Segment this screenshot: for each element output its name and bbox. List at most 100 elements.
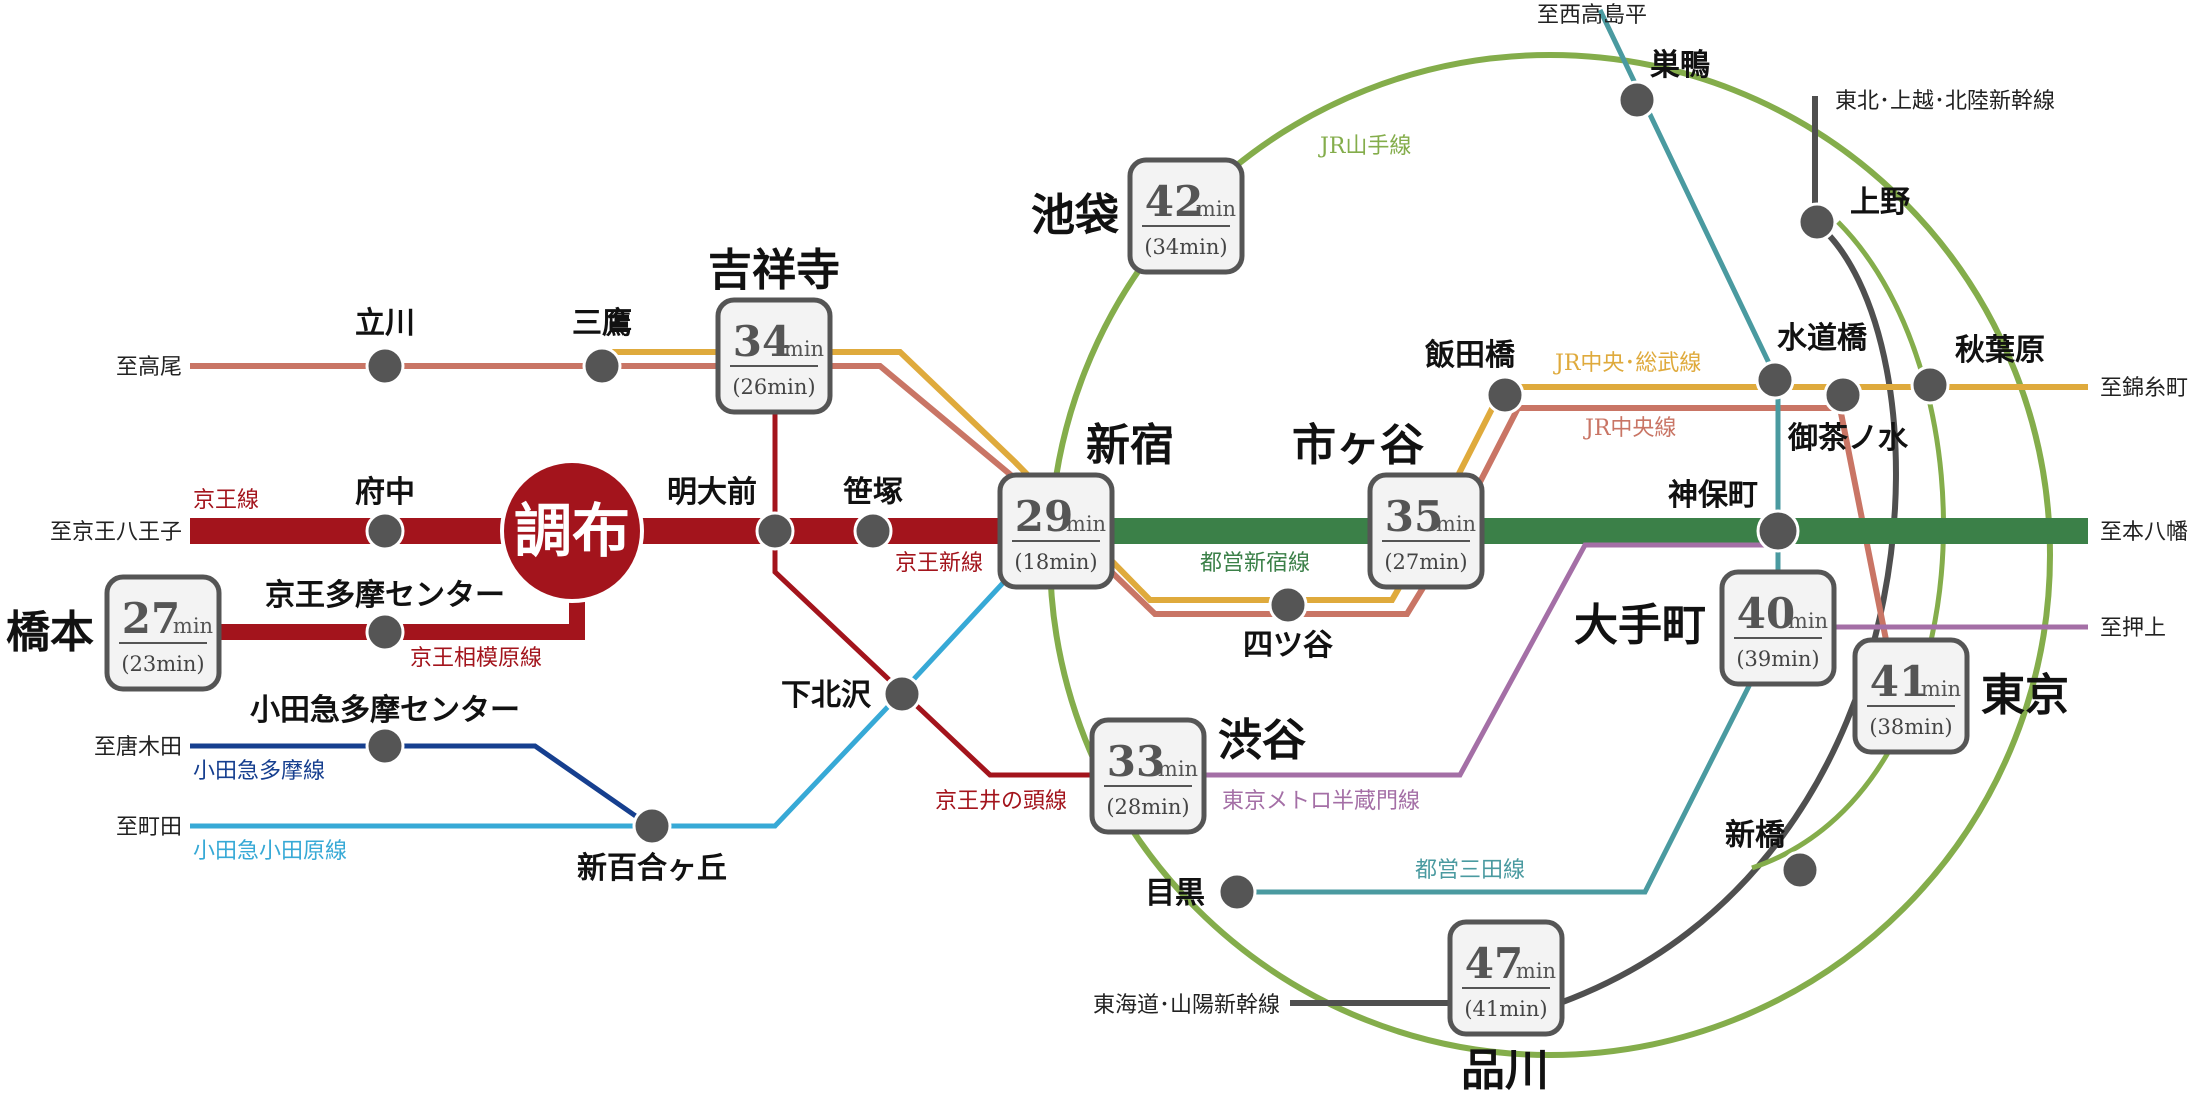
name-odakyu-tama-center: 小田急多摩センター bbox=[250, 693, 520, 728]
label-keio: 京王線 bbox=[193, 488, 259, 513]
box-shibuya[interactable]: 33 min (28min) bbox=[1089, 717, 1207, 835]
station-dot-shimbashi[interactable] bbox=[1780, 850, 1820, 890]
station-dot-shinyurigaoka[interactable] bbox=[632, 806, 672, 846]
line-odakyu-odawara bbox=[190, 568, 1017, 829]
station-dot-suidobashi[interactable] bbox=[1755, 360, 1795, 400]
station-dot-mitaka[interactable] bbox=[582, 346, 622, 386]
svg-text:min: min bbox=[1921, 677, 1961, 701]
box-otemachi[interactable]: 40 min (39min) bbox=[1719, 569, 1837, 687]
station-dot-fuchu[interactable] bbox=[365, 511, 405, 551]
name-meidaimae: 明大前 bbox=[667, 475, 757, 510]
svg-text:42: 42 bbox=[1145, 177, 1203, 226]
name-shibuya: 渋谷 bbox=[1218, 715, 1306, 766]
svg-text:min: min bbox=[1788, 609, 1828, 633]
box-tokyo[interactable]: 41 min (38min) bbox=[1852, 637, 1970, 755]
svg-text:(27min): (27min) bbox=[1384, 550, 1467, 574]
origin-label: 調布 bbox=[514, 497, 630, 565]
name-shimokitazawa: 下北沢 bbox=[781, 678, 872, 713]
station-dot-odakyu-tama-center[interactable] bbox=[365, 726, 405, 766]
svg-text:min: min bbox=[1158, 757, 1198, 781]
label-chuo: JR中央線 bbox=[1583, 416, 1676, 441]
svg-text:(18min): (18min) bbox=[1014, 550, 1097, 574]
name-hashimoto: 橋本 bbox=[6, 607, 94, 658]
svg-text:(39min): (39min) bbox=[1736, 647, 1819, 671]
name-shimbashi: 新橋 bbox=[1725, 818, 1786, 853]
svg-text:(26min): (26min) bbox=[732, 375, 815, 399]
svg-text:(28min): (28min) bbox=[1106, 795, 1189, 819]
station-dot-meidaimae[interactable] bbox=[755, 511, 795, 551]
name-shinjuku: 新宿 bbox=[1086, 420, 1174, 471]
station-dot-akihabara[interactable] bbox=[1910, 365, 1950, 405]
name-mitaka: 三鷹 bbox=[572, 306, 632, 341]
line-odakyu-tama bbox=[190, 743, 652, 829]
name-fuchu: 府中 bbox=[355, 475, 415, 510]
station-dot-ueno[interactable] bbox=[1797, 202, 1837, 242]
name-ichigaya: 市ヶ谷 bbox=[1292, 420, 1424, 471]
svg-text:41: 41 bbox=[1870, 657, 1928, 706]
line-toei-shinjuku bbox=[1100, 518, 2088, 544]
label-tohoku-shinkansen: 東北･上越･北陸新幹線 bbox=[1835, 89, 2055, 114]
svg-text:35: 35 bbox=[1385, 492, 1443, 541]
name-tachikawa: 立川 bbox=[355, 306, 415, 341]
station-dot-meguro[interactable] bbox=[1217, 872, 1257, 912]
label-odakyu-odawara: 小田急小田原線 bbox=[193, 839, 347, 864]
svg-text:min: min bbox=[1196, 197, 1236, 221]
terminus-kinshicho: 至錦糸町 bbox=[2100, 376, 2188, 401]
label-tokaido-shinkansen: 東海道･山陽新幹線 bbox=[1093, 993, 1280, 1018]
name-shinagawa: 品川 bbox=[1461, 1045, 1549, 1096]
svg-text:33: 33 bbox=[1107, 737, 1165, 786]
station-dot-jimbocho[interactable] bbox=[1756, 509, 1800, 553]
line-keio-inokashira bbox=[772, 366, 1100, 778]
line-chuo-sobu bbox=[612, 349, 2088, 603]
name-akihabara: 秋葉原 bbox=[1955, 333, 2045, 368]
label-odakyu-tama: 小田急多摩線 bbox=[193, 759, 325, 784]
svg-text:40: 40 bbox=[1737, 589, 1795, 638]
svg-text:min: min bbox=[1436, 512, 1476, 536]
name-suidobashi: 水道橋 bbox=[1777, 321, 1868, 356]
name-sugamo: 巣鴨 bbox=[1650, 48, 1710, 83]
terminus-hachioji: 至京王八王子 bbox=[50, 520, 182, 545]
box-shinjuku[interactable]: 29 min (18min) bbox=[997, 472, 1115, 590]
svg-text:(34min): (34min) bbox=[1144, 235, 1227, 259]
terminus-motoyawata: 至本八幡 bbox=[2100, 520, 2188, 545]
origin-circle[interactable] bbox=[500, 459, 644, 603]
line-tohoku-shinkansen bbox=[1558, 96, 1899, 1006]
label-toei-shinjuku: 都営新宿線 bbox=[1200, 551, 1310, 576]
station-dot-iidabashi[interactable] bbox=[1485, 375, 1525, 415]
name-ochanomizu: 御茶ノ水 bbox=[1787, 421, 1909, 456]
name-meguro: 目黒 bbox=[1145, 876, 1205, 911]
name-yotsuya: 四ツ谷 bbox=[1243, 628, 1333, 663]
svg-text:(41min): (41min) bbox=[1464, 997, 1547, 1021]
box-shinagawa[interactable]: 47 min (41min) bbox=[1447, 919, 1565, 1037]
name-ueno: 上野 bbox=[1850, 185, 1910, 220]
station-dot-yotsuya[interactable] bbox=[1268, 585, 1308, 625]
label-inokashira: 京王井の頭線 bbox=[935, 789, 1067, 814]
line-keio bbox=[190, 518, 1100, 544]
station-dot-sasazuka[interactable] bbox=[853, 511, 893, 551]
name-jimbocho: 神保町 bbox=[1668, 478, 1758, 513]
terminus-machida: 至町田 bbox=[116, 815, 182, 840]
box-ichigaya[interactable]: 35 min (27min) bbox=[1367, 472, 1485, 590]
box-hashimoto[interactable]: 27 min (23min) bbox=[104, 574, 222, 692]
name-tokyo: 東京 bbox=[1981, 670, 2069, 721]
terminus-oshiage: 至押上 bbox=[2100, 616, 2166, 641]
terminus-takao: 至高尾 bbox=[116, 355, 182, 380]
station-dot-keio-tama-center[interactable] bbox=[365, 612, 405, 652]
station-dot-shimokitazawa[interactable] bbox=[882, 674, 922, 714]
station-dot-tachikawa[interactable] bbox=[365, 346, 405, 386]
name-keio-tama-center: 京王多摩センター bbox=[265, 578, 505, 613]
svg-text:47: 47 bbox=[1465, 939, 1523, 988]
label-hanzomon: 東京メトロ半蔵門線 bbox=[1222, 789, 1420, 814]
box-kichijoji[interactable]: 34 min (26min) bbox=[715, 297, 833, 415]
terminus-nishitakashimadaira: 至西高島平 bbox=[1537, 3, 1647, 28]
svg-text:(38min): (38min) bbox=[1869, 715, 1952, 739]
station-dot-sugamo[interactable] bbox=[1617, 80, 1657, 120]
label-chuo-sobu: JR中央･総武線 bbox=[1553, 351, 1701, 376]
name-kichijoji: 吉祥寺 bbox=[708, 245, 840, 296]
label-yamanote: JR山手線 bbox=[1318, 134, 1411, 159]
box-ikebukuro[interactable]: 42 min (34min) bbox=[1127, 157, 1245, 275]
station-dot-ochanomizu[interactable] bbox=[1823, 375, 1863, 415]
label-keio-new: 京王新線 bbox=[895, 551, 983, 576]
svg-text:34: 34 bbox=[733, 317, 791, 366]
